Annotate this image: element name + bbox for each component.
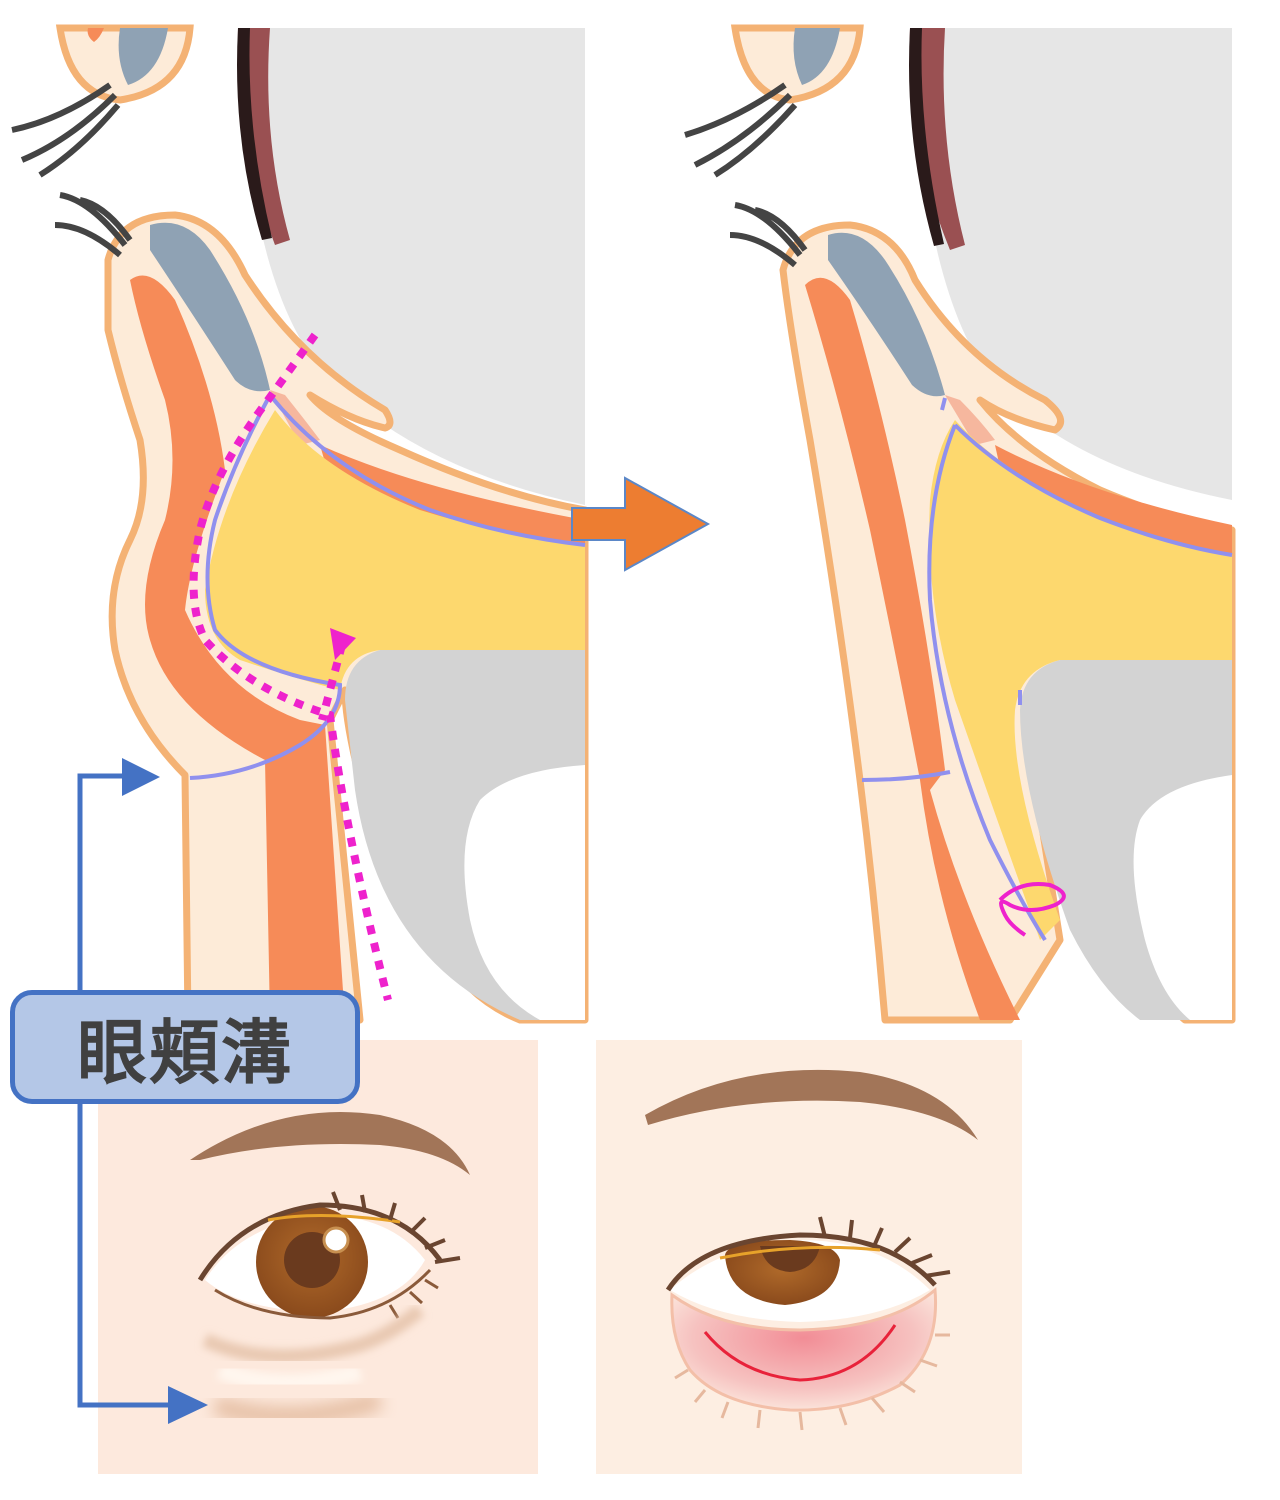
highlight-before: [322, 1226, 350, 1254]
after-eye-illustration: [596, 1040, 1022, 1474]
upper-lashes: [11, 82, 121, 178]
iris-dark-edge: [237, 28, 272, 240]
conjunctiva: [270, 390, 320, 445]
lower-lashes: [54, 192, 133, 258]
lower-lashes-before: [388, 1278, 439, 1319]
conjunctiva-after: [945, 395, 995, 445]
upper-tarsus: [118, 28, 168, 85]
lower-tarsus: [150, 222, 270, 392]
lower-lashes-after-eye: [674, 1333, 950, 1431]
upper-lashes-after-eye: [818, 1216, 951, 1278]
orbicularis-muscle: [130, 275, 345, 1020]
orbital-bone-inner: [464, 765, 585, 1020]
upper-lid-line-after: [665, 1232, 937, 1292]
orbital-bone-inner-after: [1133, 775, 1232, 1020]
orbital-septum-after: [861, 397, 1233, 942]
transition-arrow: [571, 476, 711, 572]
before-eye-illustration: [98, 1040, 538, 1474]
upper-lashes-after: [684, 82, 798, 178]
before-cross-section: [11, 24, 589, 1024]
incision-line-after: [703, 1324, 897, 1382]
pointer-arrow-top: [122, 758, 160, 796]
cheek-shadow: [211, 1390, 384, 1427]
upper-tarsus-after: [793, 28, 840, 85]
iris-dark-edge-after: [909, 28, 944, 246]
eyebrow-after: [645, 1069, 978, 1140]
incision-branch: [318, 643, 346, 722]
orbital-fat: [205, 410, 585, 690]
incision-arrowhead: [330, 628, 356, 660]
tear-trough-label-text: 眼頬溝: [77, 1011, 293, 1094]
upper-muscle: [87, 28, 104, 42]
incision-path: [189, 332, 392, 1001]
iris-section: [237, 28, 290, 245]
after-cross-section: [684, 24, 1236, 1024]
pointer-arrow-bottom: [168, 1386, 208, 1424]
tear-trough-shadow: [202, 1304, 425, 1364]
eyebrow-before: [190, 1112, 470, 1175]
crease-before: [267, 1213, 401, 1224]
lower-lid-line-before: [214, 1268, 432, 1320]
orbicularis-muscle-after: [805, 277, 1020, 1020]
suture-knot: [998, 882, 1066, 937]
upper-lashes-before: [331, 1191, 461, 1264]
crease-after: [719, 1245, 881, 1260]
eyeball: [240, 28, 585, 505]
tear-trough-label: 眼頬溝: [10, 990, 360, 1104]
lower-tarsus-after: [828, 232, 945, 397]
tear-trough-highlight: [216, 1361, 363, 1393]
everted-conjunctiva: [670, 1286, 938, 1412]
lower-lashes-after: [729, 202, 808, 268]
eyeball-after: [912, 28, 1232, 500]
orbital-septum: [189, 393, 586, 780]
iris-section-after: [909, 28, 965, 250]
orbital-fat-after: [929, 420, 1232, 940]
pupil-after: [760, 1246, 820, 1272]
